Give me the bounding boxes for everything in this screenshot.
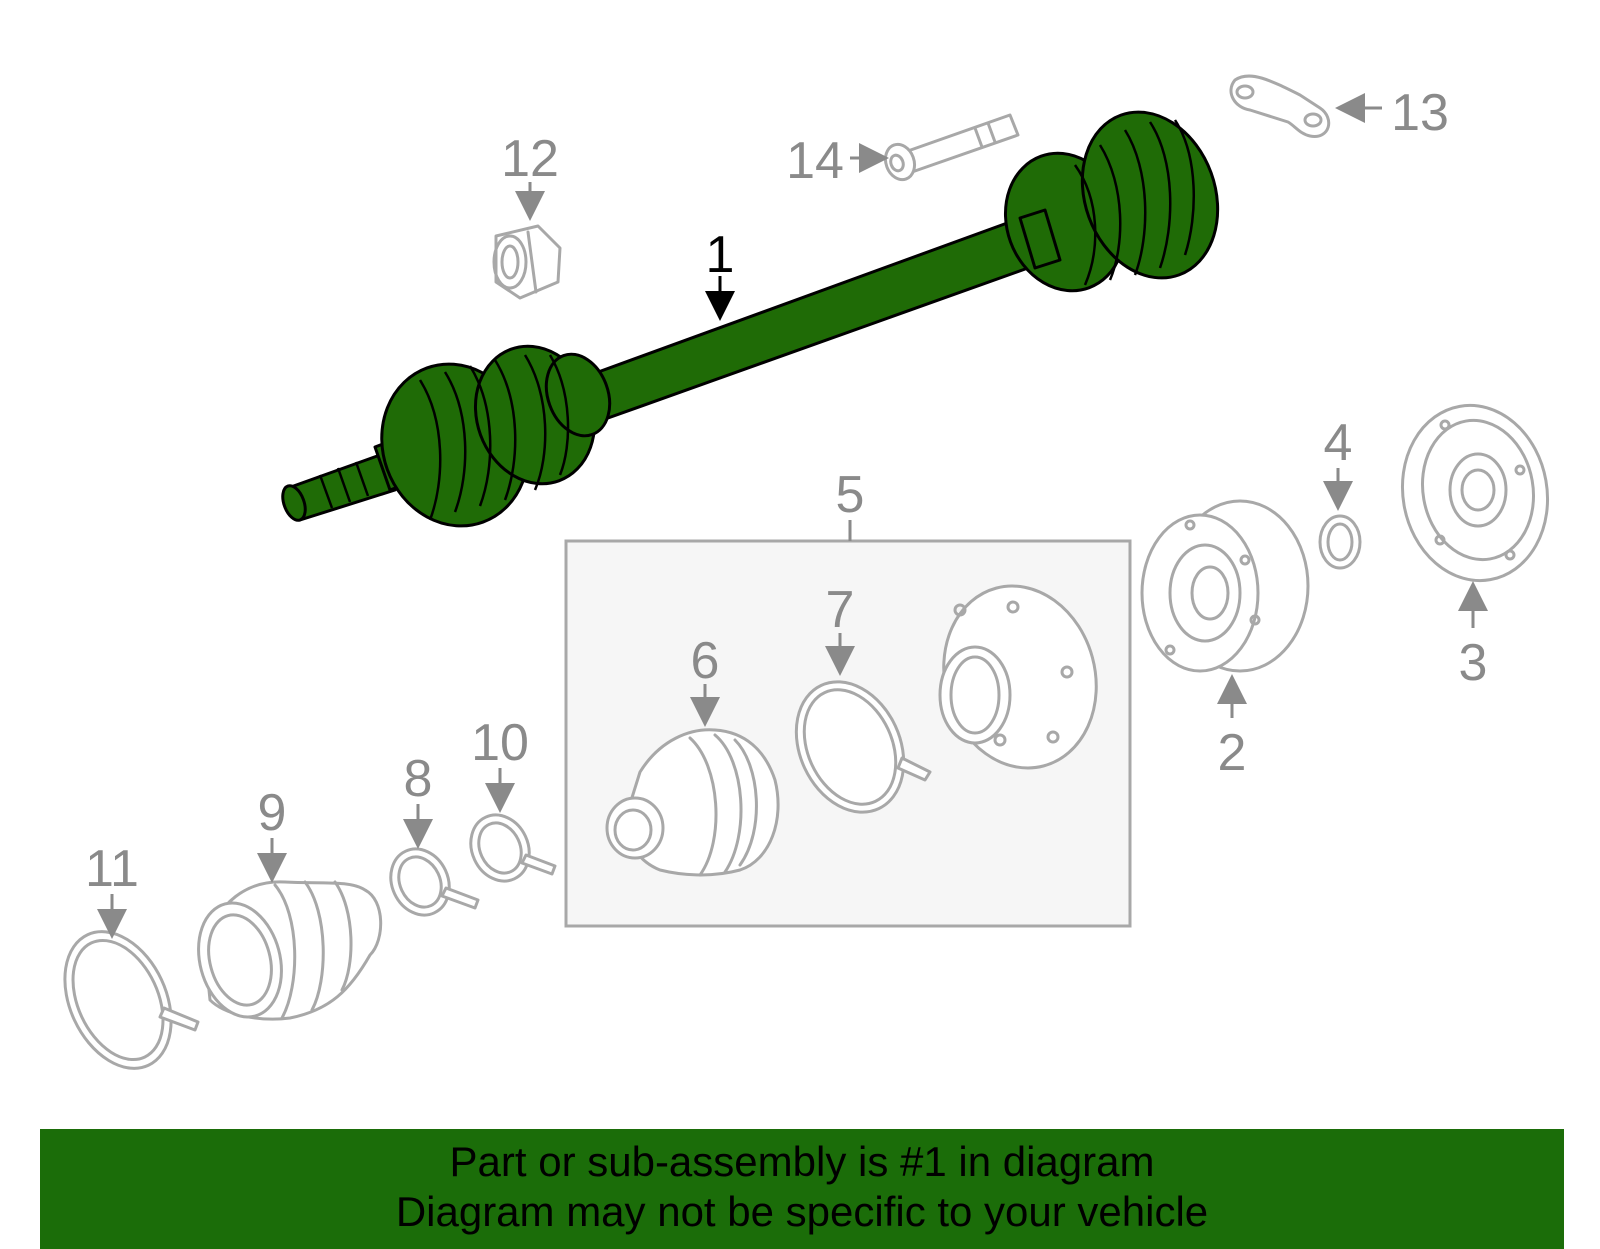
info-banner: Part or sub-assembly is #1 in diagram Di…: [40, 1129, 1564, 1249]
callout-4: 4: [1323, 414, 1353, 511]
svg-text:5: 5: [836, 466, 865, 524]
boot-clamp-large-outer[interactable]: [44, 914, 200, 1085]
banner-line-2: Diagram may not be specific to your vehi…: [395, 1188, 1209, 1235]
svg-text:4: 4: [1324, 414, 1353, 472]
callout-9: 9: [257, 784, 287, 883]
inner-cv-joint[interactable]: [1140, 499, 1310, 673]
boot-clamp-large[interactable]: [776, 664, 932, 830]
callout-6: 6: [690, 632, 720, 727]
callout-2: 2: [1217, 674, 1247, 782]
callout-7: 7: [825, 581, 855, 676]
callout-5: 5: [836, 466, 865, 541]
callout-3: 3: [1458, 581, 1488, 692]
svg-text:3: 3: [1459, 634, 1488, 692]
joint-cover[interactable]: [1389, 394, 1561, 592]
axle-shaft-assembly[interactable]: [278, 93, 1240, 547]
lock-plate[interactable]: [1229, 74, 1331, 138]
svg-text:9: 9: [258, 784, 287, 842]
callout-13: 13: [1335, 84, 1449, 142]
callout-1: 1: [705, 226, 735, 321]
callout-12: 12: [501, 130, 559, 221]
cv-boot-outer[interactable]: [186, 880, 383, 1027]
cv-boot[interactable]: [605, 728, 780, 877]
svg-text:10: 10: [471, 714, 529, 772]
svg-text:1: 1: [706, 226, 735, 284]
svg-text:14: 14: [786, 132, 844, 190]
circlip-ring[interactable]: [1318, 514, 1362, 570]
svg-text:12: 12: [501, 130, 559, 188]
svg-text:11: 11: [85, 840, 139, 898]
cv-joint-flange[interactable]: [924, 569, 1117, 786]
svg-text:13: 13: [1391, 84, 1449, 142]
boot-clamp-small-b[interactable]: [380, 839, 480, 924]
boot-clamp-small-a[interactable]: [460, 805, 557, 890]
svg-text:6: 6: [691, 632, 720, 690]
svg-text:8: 8: [404, 750, 433, 808]
svg-text:7: 7: [826, 581, 855, 639]
callout-14: 14: [786, 132, 889, 190]
callout-11: 11: [85, 840, 139, 939]
svg-text:2: 2: [1218, 724, 1247, 782]
callout-10: 10: [471, 714, 529, 813]
callout-8: 8: [403, 750, 433, 849]
banner-line-1: Part or sub-assembly is #1 in diagram: [449, 1138, 1155, 1185]
bolt[interactable]: [881, 113, 1020, 184]
axle-nut[interactable]: [492, 224, 562, 300]
